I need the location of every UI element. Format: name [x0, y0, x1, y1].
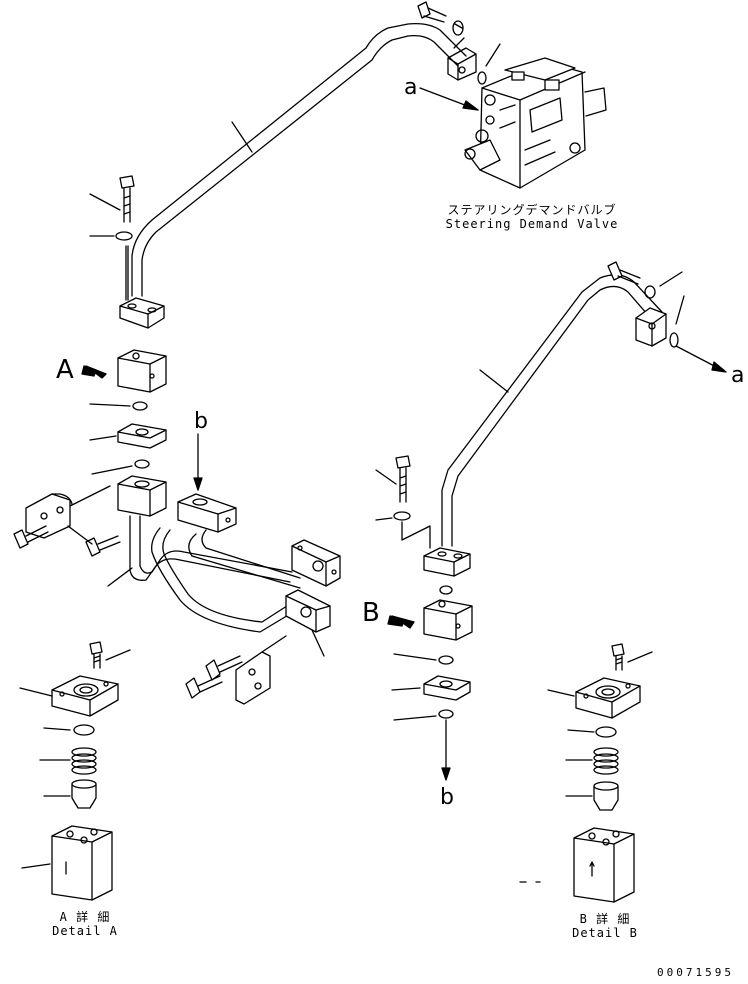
detail-b-body — [573, 827, 635, 903]
detail-a-o-ring — [73, 724, 95, 736]
leader — [21, 863, 51, 869]
left-upper-bolt — [119, 175, 135, 301]
valve-bolt — [417, 1, 464, 36]
right-tube — [441, 274, 663, 547]
detail-a-jp: A 詳 細 — [59, 910, 111, 924]
leader — [393, 715, 437, 721]
o-ring-2 — [134, 459, 150, 469]
detail-b-cover — [575, 677, 641, 719]
detail-b-screw — [611, 643, 625, 671]
bracket-bolt-1 — [13, 525, 49, 549]
leader — [89, 435, 117, 441]
arrow-b-top — [193, 433, 203, 491]
leader — [375, 469, 397, 485]
document-number: 00071595 — [657, 966, 734, 979]
view-letter-b-bottom: b — [440, 785, 454, 810]
right-end-flange-lower — [285, 589, 331, 633]
arrow-a-right — [675, 345, 727, 373]
leader — [391, 687, 421, 691]
detail-b-spring — [593, 747, 619, 775]
lower-tubes — [129, 515, 301, 633]
view-letter-B: B — [362, 598, 380, 628]
arrow-a-top — [419, 87, 479, 111]
block-B — [423, 599, 473, 641]
detail-a-body — [51, 825, 113, 901]
b-block — [177, 493, 237, 533]
detail-a-spring — [71, 747, 97, 775]
right-top-bolt — [607, 261, 656, 299]
detail-b-caption: B 詳 細 Detail B — [550, 912, 660, 940]
valve-caption: ステアリングデマンドバルブ Steering Demand Valve — [412, 203, 652, 231]
right-flange-top — [635, 307, 667, 347]
detail-a-en: Detail A — [52, 924, 118, 938]
right-o-ring-2 — [438, 709, 454, 719]
leader — [393, 653, 437, 661]
view-letter-a-top: a — [404, 75, 418, 100]
right-flange-lower — [423, 547, 471, 577]
left-lower-block — [117, 475, 167, 517]
detail-a-poppet — [71, 779, 97, 809]
leader — [485, 43, 501, 67]
leader — [375, 517, 393, 521]
right-o-ring-top — [669, 332, 679, 348]
valve-name-en: Steering Demand Valve — [445, 217, 619, 231]
bracket-bolt-2 — [85, 535, 121, 557]
arrow-b-bottom — [441, 719, 451, 781]
detail-a-screw — [89, 641, 103, 669]
leader — [89, 403, 131, 407]
leader — [547, 689, 575, 697]
steering-demand-valve — [464, 57, 607, 189]
flange-plate-1 — [117, 423, 167, 449]
bolt-path — [401, 521, 431, 549]
detail-b-jp: B 詳 細 — [579, 912, 631, 926]
arrow-B-shaft — [387, 615, 405, 627]
detail-b-poppet — [593, 781, 619, 811]
valve-o-ring — [477, 71, 487, 85]
right-bolt — [395, 455, 411, 503]
middle-bolt-1 — [205, 655, 243, 681]
view-letter-b-top: b — [194, 409, 208, 434]
leader — [105, 649, 131, 661]
leader — [107, 567, 133, 587]
detail-b-o-ring — [595, 726, 617, 738]
left-upper-flange — [119, 297, 165, 329]
left-upper-tube — [131, 22, 467, 297]
right-o-ring-1 — [438, 655, 454, 665]
leader — [231, 121, 253, 153]
leader — [19, 687, 53, 697]
block-A — [117, 349, 167, 393]
arrow-A-shaft — [81, 365, 97, 377]
leader — [627, 651, 653, 663]
leader — [91, 465, 133, 475]
left-bracket — [25, 485, 111, 539]
leader — [89, 193, 121, 211]
right-o-ring-mid — [439, 585, 453, 595]
detail-a-caption: A 詳 細 Detail A — [30, 910, 140, 938]
leader — [479, 369, 509, 393]
detail-a-cover — [51, 675, 119, 717]
left-upper-washer — [115, 231, 133, 241]
o-ring-1 — [132, 401, 148, 411]
leader — [675, 295, 685, 325]
leader — [453, 37, 465, 49]
middle-bracket — [235, 635, 287, 705]
detail-b-en: Detail B — [572, 926, 638, 940]
right-end-flange-upper — [291, 539, 341, 587]
leader — [567, 729, 595, 733]
valve-name-jp: ステアリングデマンドバルブ — [447, 203, 617, 217]
right-washer — [393, 511, 411, 521]
view-letter-A: A — [56, 355, 74, 385]
leader — [43, 727, 71, 731]
leader — [311, 629, 325, 657]
right-flange-plate — [423, 675, 471, 701]
leader — [659, 271, 683, 287]
middle-bolt-2 — [185, 675, 223, 699]
leader — [67, 525, 93, 545]
view-letter-a-right: a — [731, 363, 745, 388]
